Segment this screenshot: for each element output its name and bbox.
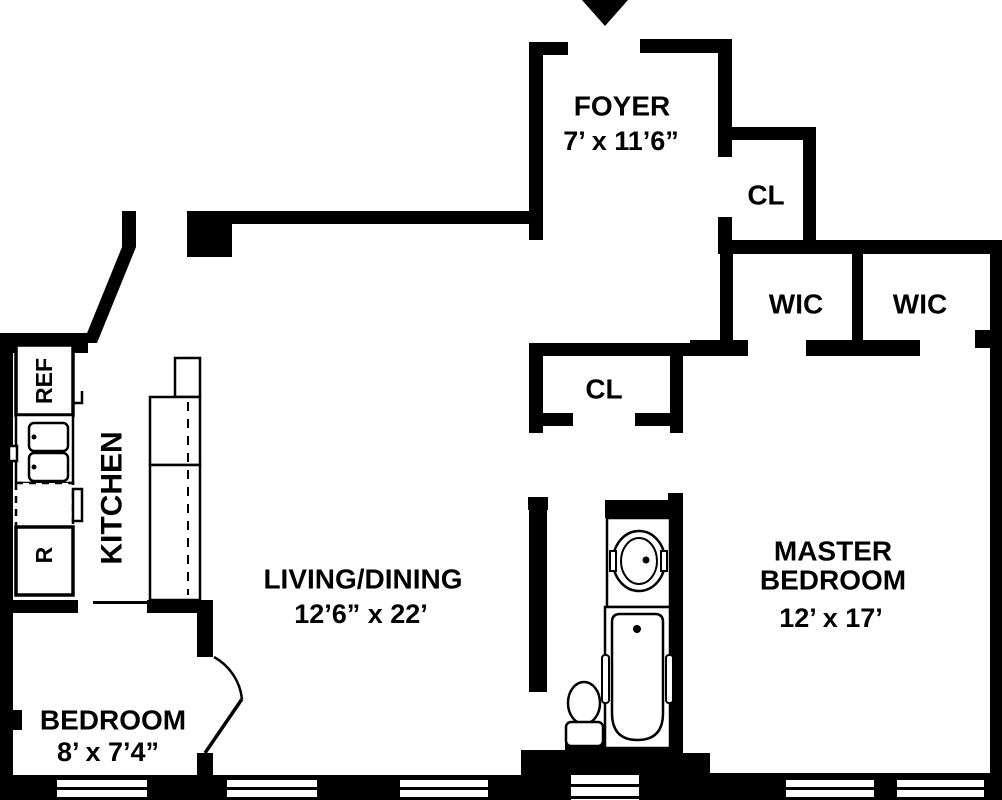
bathtub-icon	[610, 612, 665, 742]
window-living-2	[400, 777, 488, 800]
window-bedroom	[57, 777, 147, 800]
windows	[57, 772, 984, 800]
tub-faucet	[633, 625, 641, 633]
kitchen-fixtures	[7, 343, 202, 602]
room-label-wic-right: WIC	[892, 288, 948, 320]
window-living-1	[227, 777, 317, 800]
range-icon	[14, 525, 75, 597]
cabinet-middle	[148, 395, 202, 467]
bathroom-fixtures	[564, 516, 674, 750]
sink-drain-top	[31, 434, 37, 440]
window-master-1	[786, 777, 874, 800]
sink-inner	[620, 537, 658, 585]
window-bathroom	[571, 772, 639, 800]
cabinet-upper	[173, 356, 202, 399]
room-label-closet-middle: CL	[585, 373, 623, 405]
refrigerator-icon	[14, 343, 75, 417]
room-label-living-dining: LIVING/DINING	[263, 563, 463, 595]
toilet-bowl	[566, 680, 602, 726]
room-label-kitchen: KITCHEN	[95, 431, 129, 565]
entrance-arrow-icon	[582, 0, 628, 26]
kitchen-diagonal-wall	[83, 247, 136, 343]
toilet-tank	[564, 720, 605, 748]
bedroom-door-swing	[203, 655, 244, 754]
sink-faucet	[7, 444, 19, 463]
grab-bar-right	[665, 654, 674, 704]
sink-tab-left	[609, 550, 617, 572]
range-label: R	[30, 546, 57, 564]
sink-basin-bottom	[27, 451, 70, 483]
grab-bar-left	[601, 654, 610, 704]
sink-drain-bottom	[31, 464, 37, 470]
room-label-wic-left: WIC	[768, 288, 824, 320]
cabinet-lower	[148, 463, 202, 602]
room-dims-bedroom: 8’ x 7’4”	[56, 736, 160, 767]
sink-basin-top	[27, 421, 70, 453]
refrigerator-handle	[73, 391, 84, 405]
room-label-closet-top: CL	[747, 179, 785, 211]
room-dims-foyer: 7’ x 11’6”	[563, 125, 679, 156]
dishwasher-icon	[14, 481, 75, 529]
room-label-foyer: FOYER	[573, 90, 671, 122]
window-master-2	[897, 777, 984, 800]
room-label-bedroom: BEDROOM	[39, 704, 187, 736]
sink-tab-right	[660, 550, 668, 572]
refrigerator-label: REF	[30, 358, 57, 404]
dishwasher-handle	[71, 487, 84, 523]
room-dims-living-dining: 12’6” x 22’	[294, 598, 428, 629]
sink-drain	[642, 556, 650, 564]
room-label-master-bedroom: MASTER BEDROOM	[759, 535, 907, 596]
room-dims-master-bedroom: 12’ x 17’	[779, 602, 883, 633]
